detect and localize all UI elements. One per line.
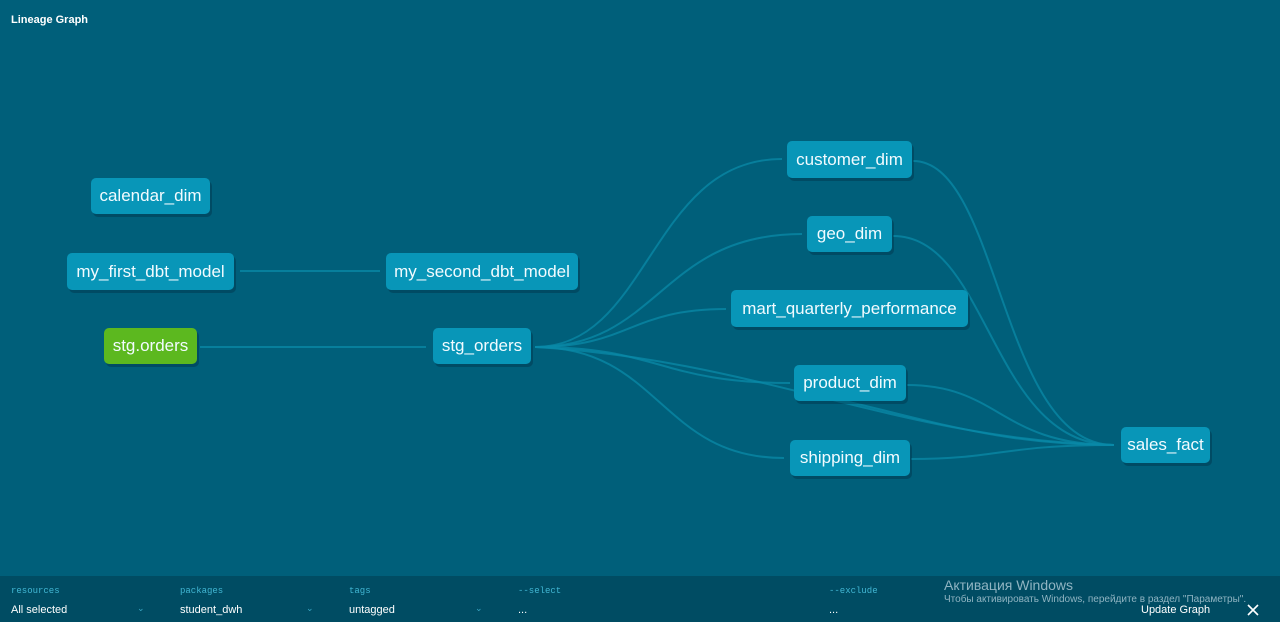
edge-stg-to-shipping <box>534 346 785 459</box>
filter-packages-value: student_dwh <box>180 604 243 616</box>
windows-activation-subtitle: Чтобы активировать Windows, перейдите в … <box>944 594 1247 605</box>
filter-resources[interactable]: resources All selected ⌄ <box>11 576 146 622</box>
filter-packages-label: packages <box>180 586 224 596</box>
edge-stg-to-customer <box>534 158 783 348</box>
node-my-first-dbt-model[interactable]: my_first_dbt_model <box>67 253 234 290</box>
node-shipping-dim[interactable]: shipping_dim <box>790 440 910 476</box>
node-geo-dim[interactable]: geo_dim <box>807 216 892 252</box>
edge-geo-to-sales <box>892 235 1115 446</box>
filter-tags[interactable]: tags untagged ⌄ <box>349 576 484 622</box>
edge-customer-to-sales <box>912 160 1115 446</box>
edge-shipping-to-sales <box>910 444 1115 460</box>
node-stg-orders[interactable]: stg_orders <box>433 328 531 364</box>
windows-activation-title: Активация Windows <box>944 577 1074 593</box>
chevron-down-icon[interactable]: ⌄ <box>306 603 314 613</box>
node-my-second-dbt-model[interactable]: my_second_dbt_model <box>386 253 578 290</box>
node-product-dim[interactable]: product_dim <box>794 365 906 401</box>
filter-resources-label: resources <box>11 586 60 596</box>
filter-resources-value: All selected <box>11 604 68 616</box>
chevron-down-icon[interactable]: ⌄ <box>475 603 483 613</box>
chevron-down-icon[interactable]: ⌄ <box>137 603 145 613</box>
filter-tags-label: tags <box>349 586 371 596</box>
node-stg-orders-source[interactable]: stg.orders <box>104 328 197 364</box>
exclude-input-value[interactable]: ... <box>829 604 839 616</box>
edge-stg-to-product <box>534 346 791 384</box>
select-input-label: --select <box>518 586 562 596</box>
node-calendar-dim[interactable]: calendar_dim <box>91 178 210 214</box>
exclude-input[interactable]: --exclude ... <box>829 576 929 622</box>
node-customer-dim[interactable]: customer_dim <box>787 141 912 178</box>
filter-bar: resources All selected ⌄ packages studen… <box>0 576 1280 622</box>
update-graph-button[interactable]: Update Graph <box>1141 604 1211 616</box>
node-sales-fact[interactable]: sales_fact <box>1121 427 1210 463</box>
exclude-input-label: --exclude <box>829 586 878 596</box>
close-icon[interactable] <box>1246 603 1260 617</box>
page-title: Lineage Graph <box>11 14 89 26</box>
filter-tags-value: untagged <box>349 604 395 616</box>
edge-stg-to-mart <box>534 308 727 348</box>
select-input[interactable]: --select ... <box>518 576 818 622</box>
edge-stg-to-geo <box>534 233 803 348</box>
select-input-value[interactable]: ... <box>518 604 528 616</box>
filter-packages[interactable]: packages student_dwh ⌄ <box>180 576 315 622</box>
node-mart-quarterly-performance[interactable]: mart_quarterly_performance <box>731 290 968 327</box>
edge-product-bottom-to-sales <box>839 399 1115 446</box>
